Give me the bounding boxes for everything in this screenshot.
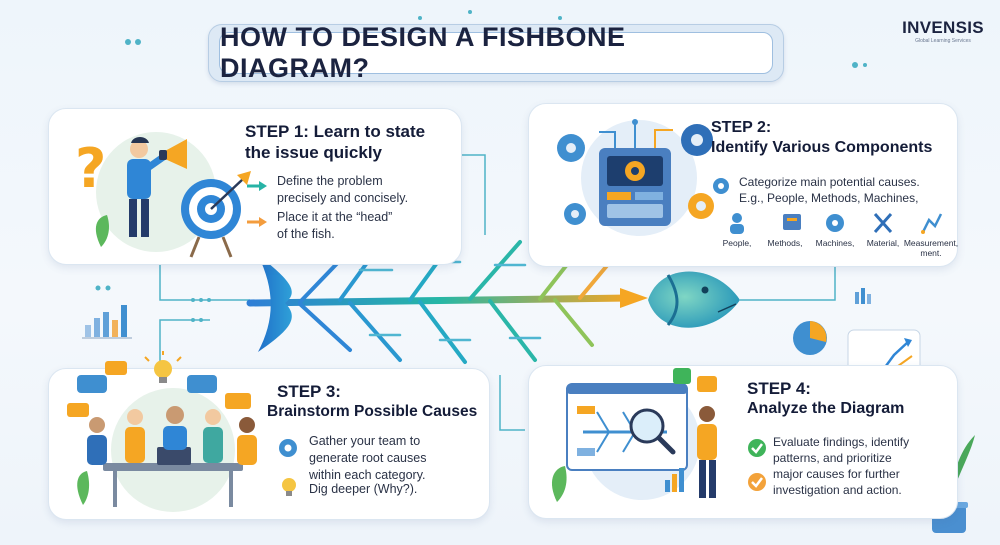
check-icon xyxy=(748,439,766,457)
category-measurement-line1: Measurement, xyxy=(903,238,959,248)
machine-icon xyxy=(599,148,671,226)
category-material: Material, xyxy=(866,238,900,248)
material-icon xyxy=(873,213,893,233)
step-3-bullet-1: Gather your team to generate root causes… xyxy=(309,433,426,484)
pie-chart-icon xyxy=(793,321,827,355)
step-4-bullet-2: major causes for further investigation a… xyxy=(773,466,902,498)
lightbulb-icon xyxy=(144,351,182,383)
gear-icon xyxy=(713,178,729,194)
step-2-illustration xyxy=(557,119,714,236)
step-3-heading-line1: STEP 3: xyxy=(277,382,341,401)
bar-chart-icon xyxy=(855,288,871,304)
step-4-heading-line2: Analyze the Diagram xyxy=(747,400,905,418)
bullet-line: Place it at the “head” xyxy=(277,210,393,224)
fish-head xyxy=(648,271,740,328)
bullet-line: investigation and action. xyxy=(773,483,902,498)
page-title: HOW TO DESIGN A FISHBONE DIAGRAM? xyxy=(220,22,626,83)
step-4-heading: STEP 4: Analyze the Diagram xyxy=(747,378,904,419)
measurement-icon xyxy=(921,213,943,234)
step-1-heading: STEP 1: Learn to state the issue quickly xyxy=(245,121,425,164)
step-1-heading-line1: STEP 1: Learn to state xyxy=(245,122,426,141)
bullet-line: patterns, and prioritize xyxy=(773,451,892,466)
step-2-card: STEP 2: Identify Various Components Cate… xyxy=(528,103,958,267)
step-1-bullet-2: Place it at the “head” of the fish. xyxy=(277,209,392,243)
category-measurement-line2: ment. xyxy=(920,247,942,258)
fish-tail xyxy=(258,255,292,352)
people-icon xyxy=(730,213,744,234)
step-1-bullet-1: Define the problem precisely and concise… xyxy=(277,173,408,207)
gear-icon xyxy=(625,161,645,181)
step-2-heading-line2: Identify Various Components xyxy=(711,139,933,156)
category-methods: Methods, xyxy=(767,238,803,248)
step-4-illustration xyxy=(551,368,717,502)
connector-dots xyxy=(95,10,867,322)
step-2-bullet-1: Categorize main potential causes. E.g., … xyxy=(739,174,920,206)
bullet-line: generate root causes xyxy=(309,450,427,465)
step-4-bullet-1: Evaluate findings, identify patterns, an… xyxy=(773,434,909,466)
step-1-illustration: ? xyxy=(75,132,251,258)
step-2-heading: STEP 2: Identify Various Components xyxy=(711,118,932,158)
step-3-heading-line2: Brainstorm Possible Causes xyxy=(267,403,478,421)
megaphone-icon xyxy=(159,139,187,169)
bullet-line: Dig deeper (Why?). xyxy=(309,482,418,496)
spine-arrowhead xyxy=(620,288,648,308)
step-3-heading: STEP 3: Brainstorm Possible Causes xyxy=(267,381,477,422)
bullet-line: of the fish. xyxy=(277,226,335,241)
bullet-line: Categorize main potential causes. xyxy=(739,175,920,189)
bullet-line: major causes for further xyxy=(773,467,900,481)
step-1-card: ? STEP 1: Learn to state the issue quick… xyxy=(48,108,462,265)
category-machines: Machines, xyxy=(815,238,855,248)
step-3-bullet-2: Dig deeper (Why?). xyxy=(309,481,417,498)
bullet-line: within each category. xyxy=(309,467,426,482)
gear-icon xyxy=(564,203,586,225)
category-icons xyxy=(730,213,943,234)
lightbulb-icon xyxy=(282,478,296,496)
gear-icon xyxy=(681,124,713,156)
gear-icon xyxy=(557,134,585,162)
title-inner: HOW TO DESIGN A FISHBONE DIAGRAM? xyxy=(219,22,773,83)
bar-chart-icon xyxy=(82,305,132,339)
step-3-card: STEP 3: Brainstorm Possible Causes Gathe… xyxy=(48,351,490,520)
methods-icon xyxy=(783,214,801,230)
question-mark-icon: ? xyxy=(75,137,106,200)
brand-logo: INVENSIS Global Learning Services xyxy=(898,18,988,44)
bullet-line: Define the problem xyxy=(277,174,383,188)
brand-name: INVENSIS xyxy=(902,18,984,37)
step-3-illustration xyxy=(67,351,257,512)
bullet-line: E.g., People, Methods, Machines, xyxy=(739,191,919,206)
step-4-card: STEP 4: Analyze the Diagram Evaluate fin… xyxy=(528,365,958,519)
bullet-line: precisely and concisely. xyxy=(277,190,409,205)
step-4-heading-line1: STEP 4: xyxy=(747,379,811,398)
gear-icon xyxy=(688,193,714,219)
fish-eye xyxy=(701,286,709,294)
magnifier-icon xyxy=(629,408,676,455)
step-1-heading-line2: the issue quickly xyxy=(245,143,382,163)
gear-icon xyxy=(279,439,297,457)
category-measurement: Measurement, ment. xyxy=(903,238,959,259)
bullet-line: Evaluate findings, identify xyxy=(773,435,910,449)
brand-tagline: Global Learning Services xyxy=(915,38,971,44)
target-icon xyxy=(181,171,251,258)
title-banner: HOW TO DESIGN A FISHBONE DIAGRAM? xyxy=(208,22,784,83)
arrow-right-icon xyxy=(247,217,267,227)
check-icon xyxy=(748,473,766,491)
machines-icon xyxy=(826,214,844,232)
bullet-line: Gather your team to xyxy=(309,434,421,448)
arrow-right-icon xyxy=(247,181,267,191)
step-2-heading-line1: STEP 2: xyxy=(711,119,772,136)
fish-spine xyxy=(246,294,634,307)
category-people: People, xyxy=(722,238,752,248)
